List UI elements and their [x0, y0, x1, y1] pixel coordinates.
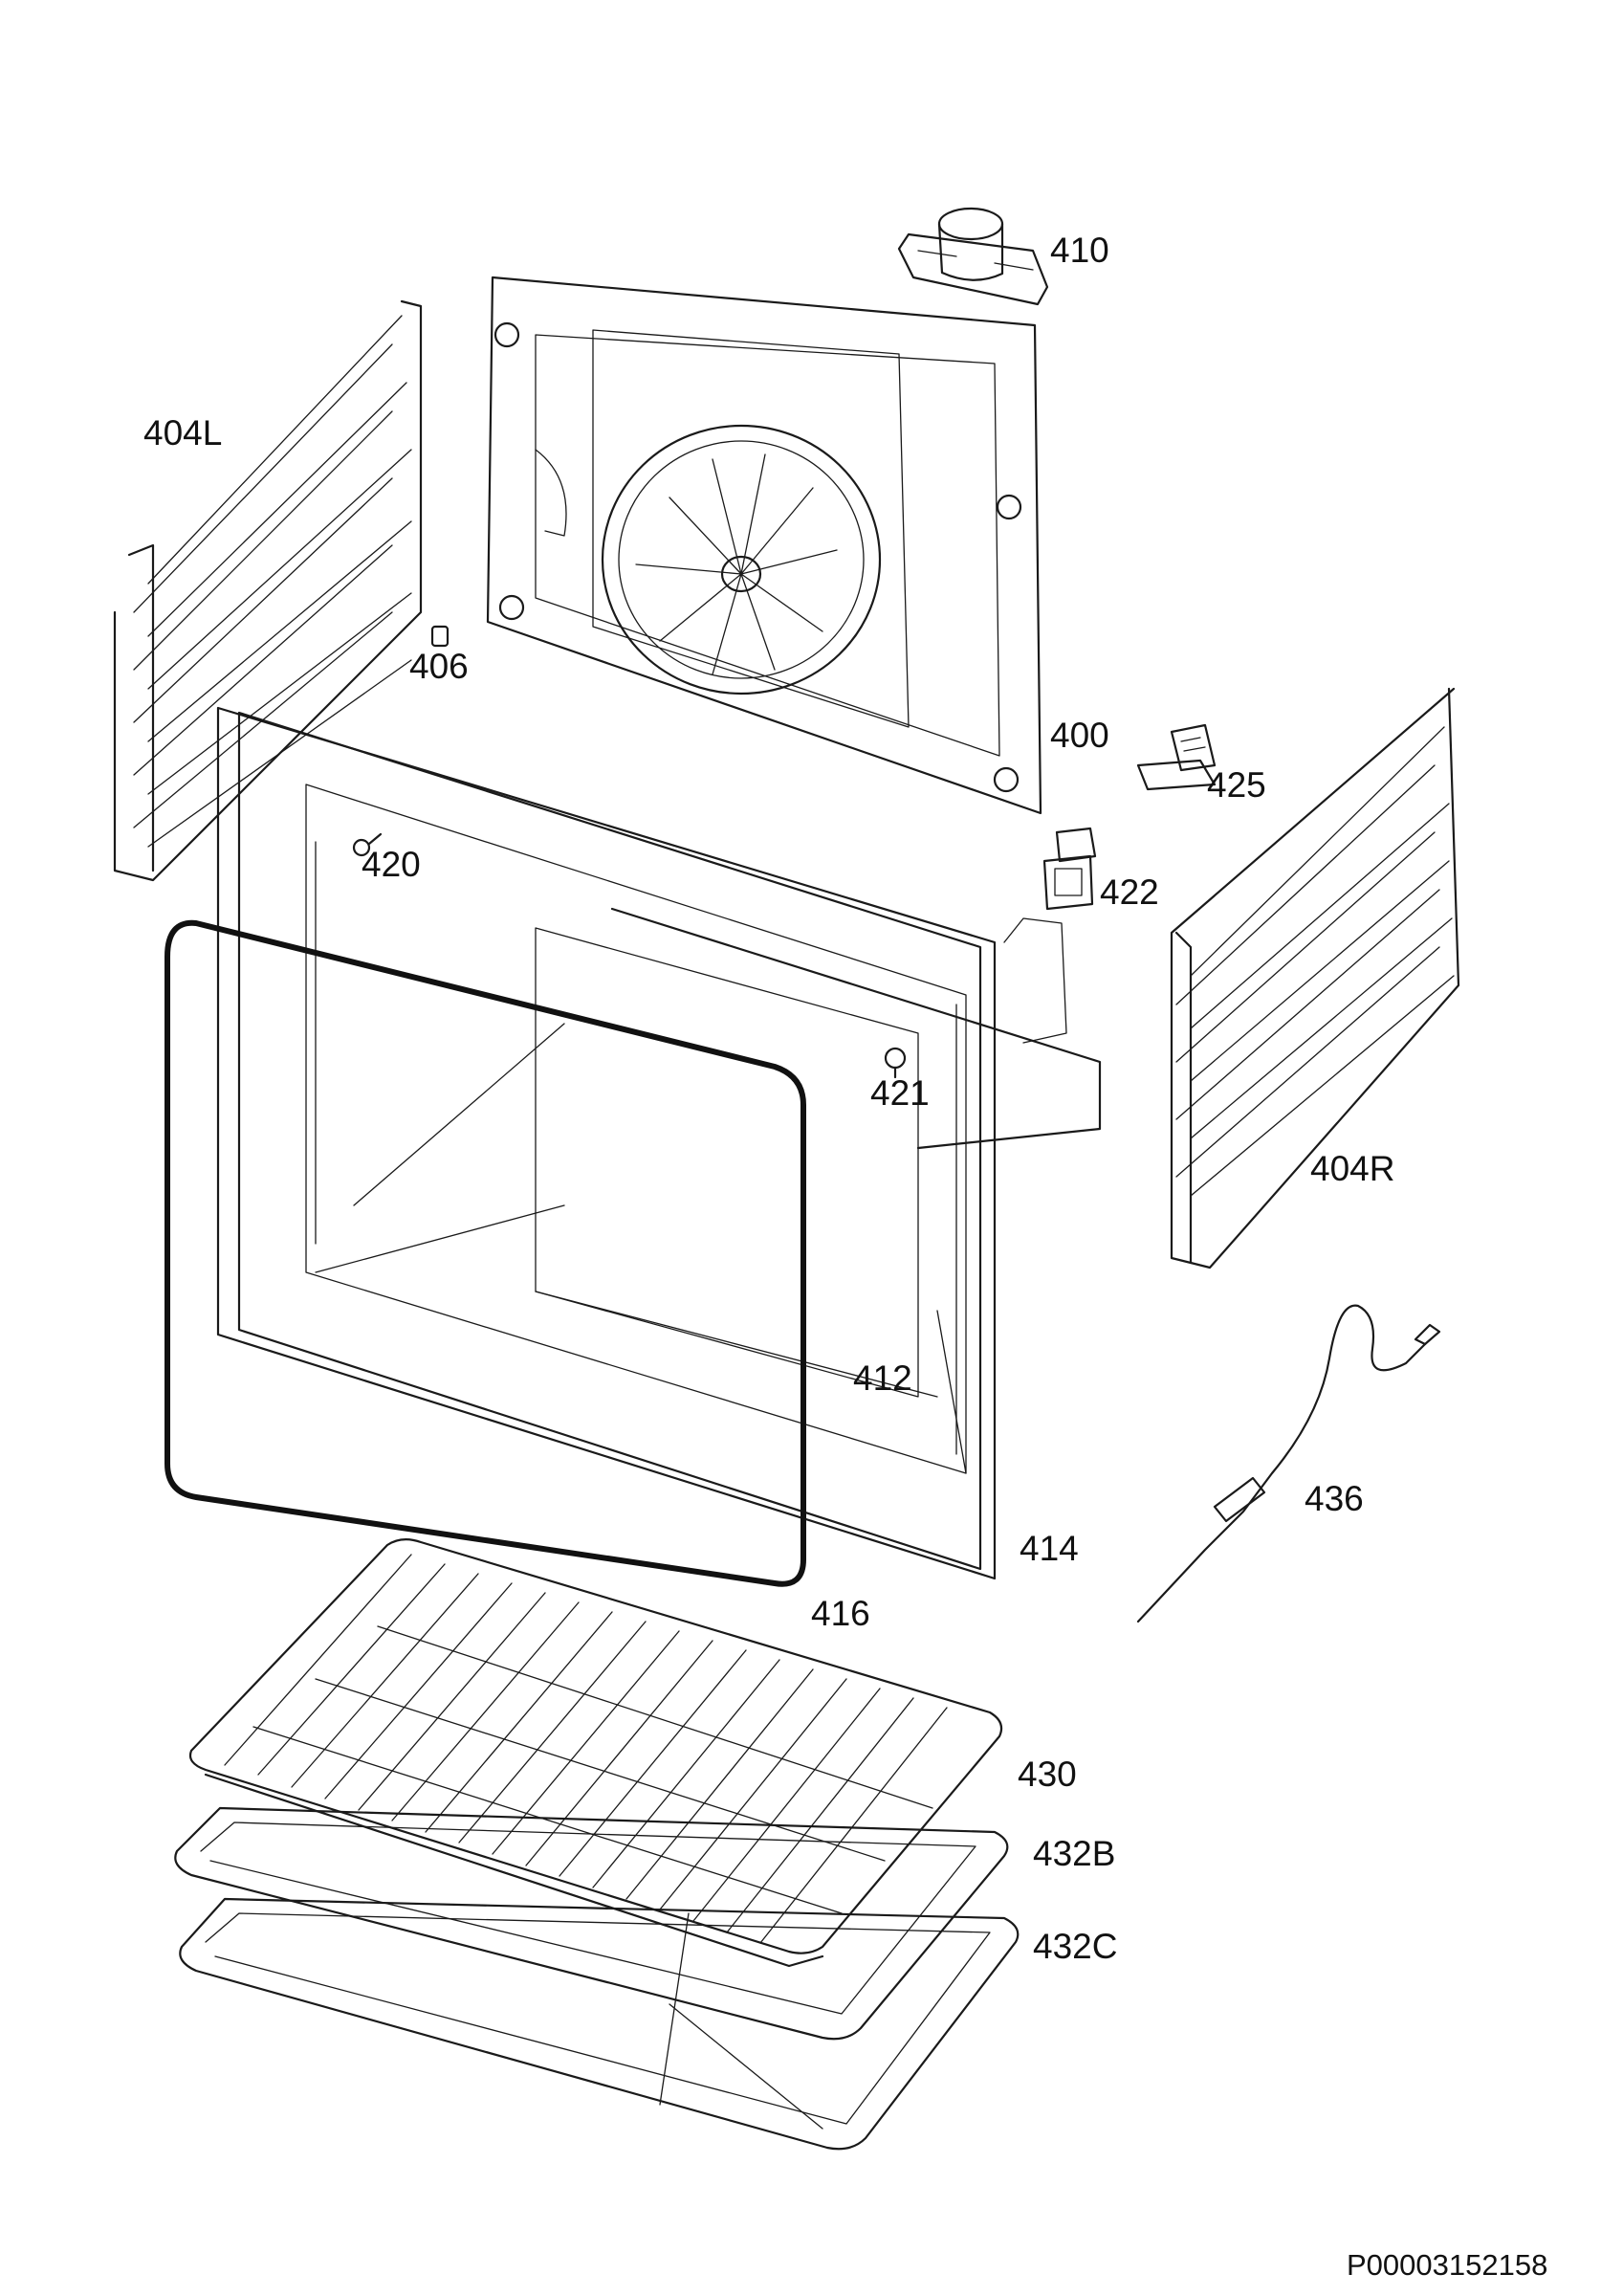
part-label-416: 416: [811, 1594, 870, 1633]
part-421-drawing: [884, 1047, 907, 1079]
part-420-drawing: [352, 832, 383, 857]
part-410-drawing: [897, 207, 1049, 306]
part-label-400: 400: [1050, 716, 1109, 755]
part-425-drawing: [1136, 723, 1217, 791]
part-436-drawing: [1136, 1304, 1441, 1623]
document-code: P00003152158: [1347, 2248, 1548, 2282]
part-label-420: 420: [362, 845, 421, 884]
part-label-425: 425: [1207, 765, 1266, 805]
part-416-drawing: [164, 919, 806, 1587]
part-label-412: 412: [853, 1358, 912, 1398]
part-404l-drawing: [113, 299, 423, 882]
part-label-432c: 432C: [1033, 1927, 1118, 1966]
part-414-drawing: [216, 706, 1102, 1580]
part-430-drawing: [188, 1538, 1003, 1968]
part-label-414: 414: [1020, 1529, 1079, 1568]
part-label-404l: 404L: [143, 413, 223, 453]
part-label-421: 421: [870, 1073, 930, 1113]
part-label-432b: 432B: [1033, 1834, 1116, 1873]
part-400-drawing: [486, 276, 1042, 815]
part-label-430: 430: [1018, 1755, 1077, 1794]
part-422-drawing: [1042, 827, 1097, 911]
part-label-404r: 404R: [1310, 1149, 1395, 1188]
part-432c-drawing: [179, 1897, 1020, 2151]
part-label-410: 410: [1050, 231, 1109, 270]
part-label-406: 406: [409, 647, 469, 686]
part-label-422: 422: [1100, 872, 1159, 912]
part-406-drawing: [430, 625, 450, 648]
part-432b-drawing: [174, 1806, 1009, 2041]
part-label-436: 436: [1305, 1479, 1364, 1518]
part-404r-drawing: [1170, 687, 1460, 1269]
